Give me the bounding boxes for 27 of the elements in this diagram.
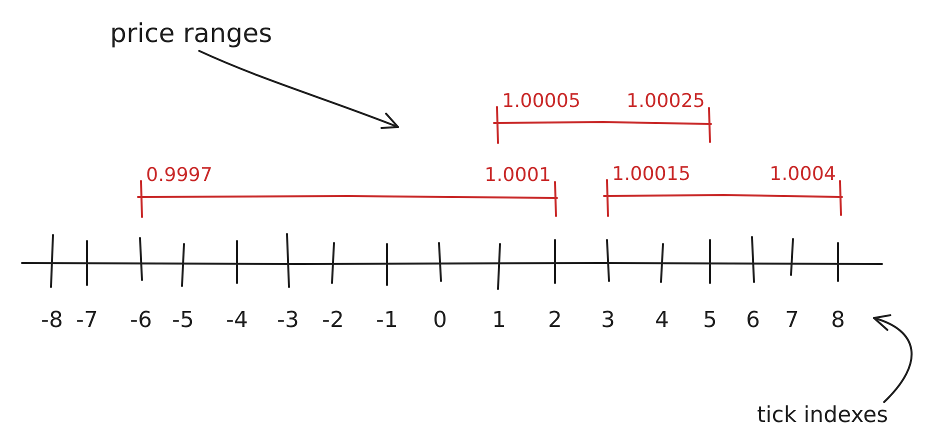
price-label: 1.00015 xyxy=(612,164,691,186)
tick-label: -5 xyxy=(172,308,194,334)
tick-label: 1 xyxy=(492,308,506,334)
tick-label: 7 xyxy=(785,308,799,334)
arrow xyxy=(873,315,912,403)
arrow xyxy=(198,50,399,130)
tick-label: 6 xyxy=(746,308,760,334)
tick-label: -4 xyxy=(226,308,248,334)
price-label: 1.0004 xyxy=(770,164,836,186)
tick-label: 8 xyxy=(831,308,845,334)
price-label: 0.9997 xyxy=(146,165,212,187)
annotation-text: price ranges xyxy=(110,20,272,50)
tick-label: -7 xyxy=(76,308,98,334)
tick-label: -2 xyxy=(322,308,344,334)
tick-label: -8 xyxy=(41,308,63,334)
tick-label: -6 xyxy=(130,308,152,334)
annotation-text: tick indexes xyxy=(757,403,888,428)
tick-label: 0 xyxy=(433,308,447,334)
tick-label: 5 xyxy=(703,308,717,334)
tick-label: 4 xyxy=(655,308,669,334)
price-label: 1.00005 xyxy=(502,91,581,113)
tick-label: -3 xyxy=(277,308,299,334)
price-label: 1.00025 xyxy=(626,91,705,113)
tick-label: 3 xyxy=(601,308,615,334)
tick-label: -1 xyxy=(376,308,398,334)
tick-label: 2 xyxy=(548,308,562,334)
price-label: 1.0001 xyxy=(484,165,551,187)
